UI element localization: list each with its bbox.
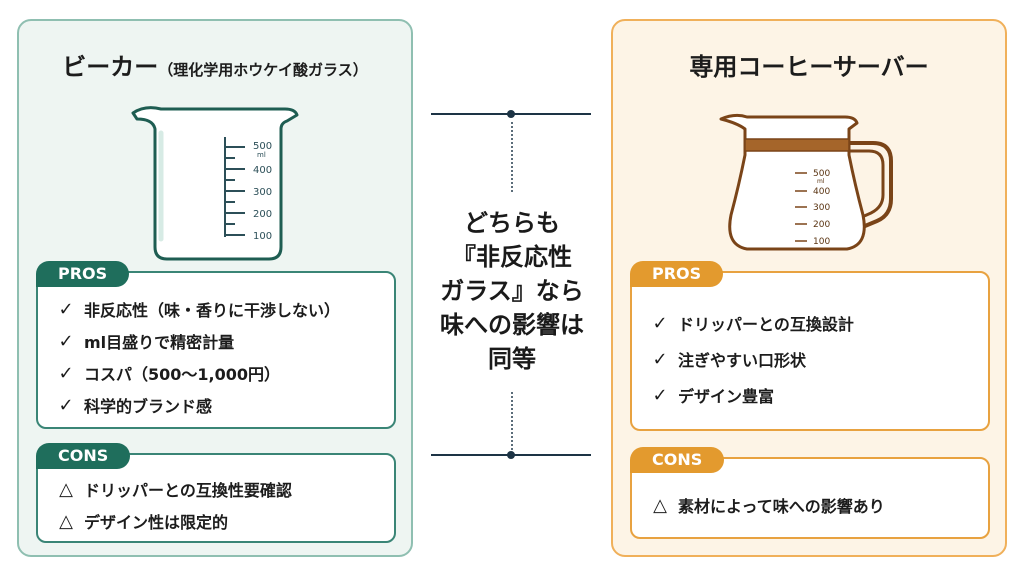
server-card-title: 専用コーヒーサーバー (613, 47, 1005, 82)
middle-line-3: ガラス』なら (440, 277, 584, 305)
check-icon: ✓ (652, 384, 668, 406)
check-icon: ✓ (58, 394, 74, 416)
server-scale-500: 500 (813, 169, 830, 179)
check-icon: ✓ (58, 298, 74, 320)
middle-bottom-dots (511, 392, 513, 450)
beaker-cons-text: ドリッパーとの互換性要確認 (84, 481, 292, 500)
server-pros-text: 注ぎやすい口形状 (678, 351, 807, 370)
middle-statement: どちらも 『非反応性 ガラス』なら 味への影響は 同等 (418, 206, 606, 376)
server-cons-text: 素材によって味への影響あり (678, 497, 885, 516)
beaker-cons-item: △ ドリッパーとの互換性要確認 (56, 477, 388, 501)
middle-line-5: 同等 (488, 345, 536, 373)
server-pros-item: ✓ ドリッパーとの互換設計 (650, 311, 982, 335)
beaker-scale-unit: ml (257, 151, 266, 159)
beaker-card: ビーカー（理化学用ホウケイ酸ガラス） 500 ml 400 30 (17, 19, 413, 557)
beaker-cons-box: CONS △ ドリッパーとの互換性要確認 △ デザイン性は限定的 (36, 443, 396, 543)
beaker-cons-item: △ デザイン性は限定的 (56, 509, 388, 533)
beaker-pros-item: ✓ 非反応性（味・香りに干渉しない） (56, 297, 388, 321)
server-scale-unit: ml (817, 178, 825, 185)
server-pros-tag: PROS (630, 261, 724, 287)
server-pros-box: PROS ✓ ドリッパーとの互換設計 ✓ 注ぎやすい口形状 ✓ デザイン豊富 (630, 261, 990, 431)
beaker-scale-300: 300 (253, 187, 272, 198)
beaker-pros-box: PROS ✓ 非反応性（味・香りに干渉しない） ✓ ml目盛りで精密計量 ✓ コ… (36, 261, 396, 429)
beaker-scale-400: 400 (253, 165, 272, 176)
server-scale-400: 400 (813, 187, 830, 197)
beaker-scale-100: 100 (253, 231, 272, 242)
check-icon: ✓ (652, 312, 668, 334)
beaker-scale-200: 200 (253, 209, 272, 220)
beaker-pros-text: 科学的ブランド感 (84, 397, 213, 416)
beaker-scale-500: 500 (253, 141, 272, 152)
server-scale-300: 300 (813, 203, 830, 213)
beaker-title-sub: （理化学用ホウケイ酸ガラス） (158, 61, 368, 79)
beaker-pros-text: ml目盛りで精密計量 (84, 333, 235, 352)
server-cons-tag: CONS (630, 447, 725, 473)
middle-line-2: 『非反応性 (452, 243, 572, 271)
server-card: 専用コーヒーサーバー 500 ml 400 300 200 100 (611, 19, 1007, 557)
server-pros-item: ✓ 注ぎやすい口形状 (650, 347, 982, 371)
triangle-icon: △ (653, 494, 667, 516)
check-icon: ✓ (652, 348, 668, 370)
server-pros-text: デザイン豊富 (678, 387, 775, 406)
triangle-icon: △ (59, 478, 73, 500)
beaker-pros-item: ✓ ml目盛りで精密計量 (56, 329, 388, 353)
coffee-server-icon: 500 ml 400 300 200 100 (719, 113, 893, 251)
beaker-card-title: ビーカー（理化学用ホウケイ酸ガラス） (19, 47, 411, 82)
server-pros-text: ドリッパーとの互換設計 (678, 315, 854, 334)
beaker-pros-text: 非反応性（味・香りに干渉しない） (84, 301, 341, 320)
triangle-icon: △ (59, 510, 73, 532)
middle-top-dots (511, 122, 513, 192)
middle-line-4: 味への影響は (440, 311, 584, 339)
beaker-pros-tag: PROS (36, 261, 130, 287)
beaker-pros-item: ✓ コスパ（500〜1,000円） (56, 361, 388, 385)
beaker-cons-text: デザイン性は限定的 (84, 513, 229, 532)
server-pros-item: ✓ デザイン豊富 (650, 383, 982, 407)
beaker-pros-text: コスパ（500〜1,000円） (84, 365, 281, 384)
middle-bottom-line (431, 454, 591, 456)
server-cons-box: CONS △ 素材によって味への影響あり (630, 447, 990, 539)
middle-top-dot (507, 110, 515, 118)
beaker-icon: 500 ml 400 300 200 100 (131, 106, 299, 261)
check-icon: ✓ (58, 330, 74, 352)
server-cons-item: △ 素材によって味への影響あり (650, 493, 982, 517)
check-icon: ✓ (58, 362, 74, 384)
beaker-cons-tag: CONS (36, 443, 131, 469)
middle-line-1: どちらも (464, 209, 560, 237)
beaker-pros-item: ✓ 科学的ブランド感 (56, 393, 388, 417)
server-scale-200: 200 (813, 220, 830, 230)
server-title: 専用コーヒーサーバー (689, 53, 929, 81)
beaker-title: ビーカー (62, 53, 159, 81)
server-scale-100: 100 (813, 237, 830, 247)
